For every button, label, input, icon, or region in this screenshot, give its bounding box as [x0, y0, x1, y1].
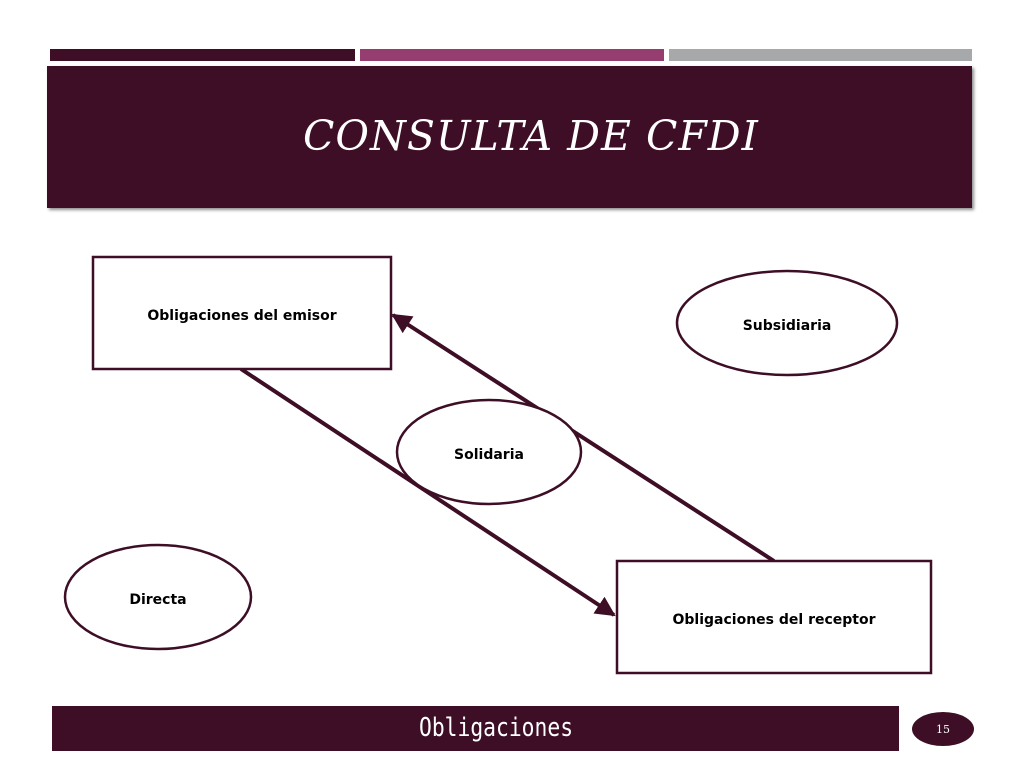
node-label-obligaciones-receptor: Obligaciones del receptor — [673, 612, 876, 628]
node-label-solidaria: Solidaria — [454, 447, 524, 463]
accent-bar-gray — [669, 49, 972, 61]
title-band — [47, 66, 972, 208]
accent-bar-dark — [50, 49, 355, 61]
node-directa: Directa — [63, 543, 253, 651]
footer-band — [52, 706, 899, 751]
footer-section-label: Obligaciones — [419, 713, 574, 743]
accent-bar-magenta — [360, 49, 664, 61]
node-label-subsidiaria: Subsidiaria — [743, 318, 832, 334]
node-label-obligaciones-emisor: Obligaciones del emisor — [147, 308, 336, 324]
node-obligaciones-receptor: Obligaciones del receptor — [615, 559, 933, 675]
node-obligaciones-emisor: Obligaciones del emisor — [91, 255, 393, 371]
slide-title: CONSULTA DE CFDI — [303, 112, 759, 160]
node-label-directa: Directa — [129, 592, 186, 608]
page-number: 15 — [936, 722, 950, 736]
top-accent-bars — [50, 49, 972, 61]
arrow-receptor-to-emisor — [391, 313, 776, 563]
node-subsidiaria: Subsidiaria — [675, 269, 899, 377]
page-number-badge: 15 — [912, 712, 974, 746]
node-solidaria: Solidaria — [395, 398, 583, 506]
